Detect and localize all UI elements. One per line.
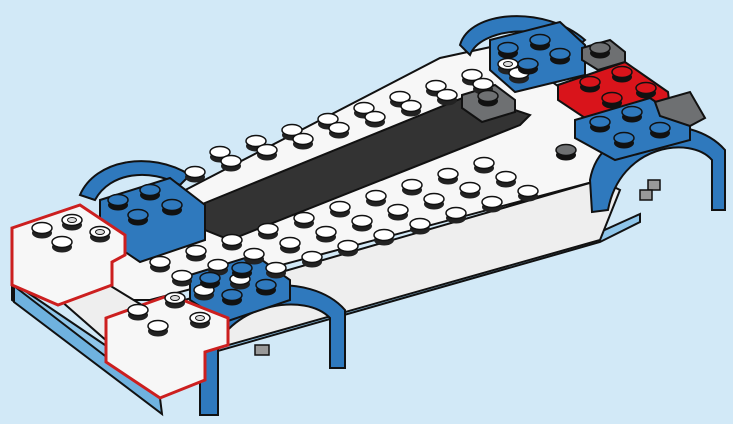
lego-stud-icon xyxy=(222,290,242,306)
lego-stud-icon xyxy=(496,172,516,188)
lego-stud-icon xyxy=(438,169,458,185)
lego-stud-icon xyxy=(401,101,421,117)
lego-stud-icon xyxy=(338,241,358,257)
lego-stud-icon xyxy=(148,321,168,337)
lego-stud-icon xyxy=(352,216,372,232)
lego-stud-icon xyxy=(550,49,570,65)
lego-stud-icon xyxy=(498,43,518,59)
lego-stud-icon xyxy=(530,35,550,51)
lego-stud-icon xyxy=(366,191,386,207)
lego-stud-icon xyxy=(108,195,128,211)
lego-stud-icon xyxy=(402,180,422,196)
lego-hollow-stud-icon xyxy=(62,215,82,231)
lego-stud-icon xyxy=(32,223,52,239)
lego-stud-icon xyxy=(329,123,349,139)
lego-stud-icon xyxy=(556,145,576,161)
lego-stud-icon xyxy=(374,230,394,246)
lego-stud-icon xyxy=(602,93,622,109)
lego-stud-icon xyxy=(590,117,610,133)
lego-stud-icon xyxy=(460,183,480,199)
lego-stud-icon xyxy=(316,227,336,243)
lego-stud-icon xyxy=(244,249,264,265)
lego-hollow-stud-icon xyxy=(165,293,185,309)
lego-stud-icon xyxy=(200,273,220,289)
lego-stud-icon xyxy=(590,43,610,59)
lego-stud-icon xyxy=(580,77,600,93)
lego-stud-icon xyxy=(280,238,300,254)
lego-stud-icon xyxy=(478,91,498,107)
lego-stud-icon xyxy=(474,158,494,174)
lego-stud-icon xyxy=(232,263,252,279)
lego-stud-icon xyxy=(302,252,322,268)
lego-hollow-stud-icon xyxy=(90,227,110,243)
lego-stud-icon xyxy=(172,271,192,287)
lego-stud-icon xyxy=(612,67,632,83)
lego-stud-icon xyxy=(52,237,72,253)
lego-stud-icon xyxy=(128,305,148,321)
lego-stud-icon xyxy=(330,202,350,218)
lego-stud-icon xyxy=(185,167,205,183)
lego-hollow-stud-icon xyxy=(190,313,210,329)
lego-stud-icon xyxy=(365,112,385,128)
lego-stud-icon xyxy=(650,123,670,139)
lego-stud-icon xyxy=(388,205,408,221)
lego-stud-icon xyxy=(293,134,313,150)
lego-stud-icon xyxy=(222,235,242,251)
lego-stud-icon xyxy=(140,185,160,201)
lego-stud-icon xyxy=(162,200,182,216)
lego-stud-icon xyxy=(294,213,314,229)
lego-stud-icon xyxy=(614,133,634,149)
lego-stud-icon xyxy=(256,280,276,296)
lego-stud-icon xyxy=(410,219,430,235)
lego-stud-icon xyxy=(482,197,502,213)
lego-stud-icon xyxy=(128,210,148,226)
lego-stud-icon xyxy=(150,257,170,273)
lego-stud-icon xyxy=(518,59,538,75)
lego-stud-icon xyxy=(424,194,444,210)
lego-stud-icon xyxy=(186,246,206,262)
lego-stud-icon xyxy=(446,208,466,224)
lego-stud-icon xyxy=(257,145,277,161)
lego-stud-icon xyxy=(258,224,278,240)
lego-stud-icon xyxy=(221,156,241,172)
lego-stud-icon xyxy=(437,90,457,106)
lego-stud-icon xyxy=(622,107,642,123)
lego-stud-icon xyxy=(518,186,538,202)
lego-stud-icon xyxy=(266,263,286,279)
lego-stud-icon xyxy=(636,83,656,99)
